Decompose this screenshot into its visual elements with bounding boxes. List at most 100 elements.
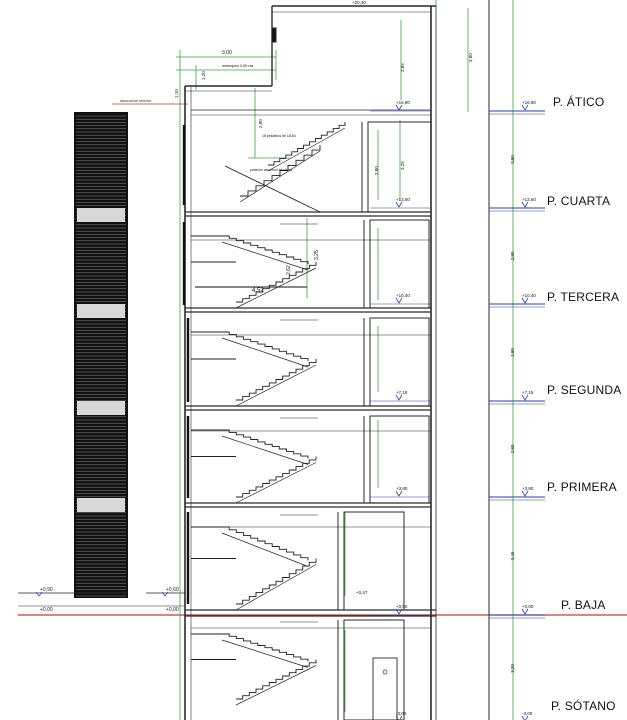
finished-ceiling-note: posición ascensor escalera bbox=[250, 168, 292, 172]
floor-label-cuarta: P. CUARTA bbox=[547, 194, 611, 208]
level-marker bbox=[395, 608, 403, 615]
facade-window bbox=[77, 401, 125, 415]
level-marker bbox=[521, 394, 529, 401]
level-value: +10,40 bbox=[396, 293, 410, 298]
stair-flights bbox=[191, 122, 346, 706]
facade-window bbox=[77, 304, 125, 318]
green-guides bbox=[176, 0, 514, 720]
level-marker bbox=[521, 104, 529, 111]
stair-flight bbox=[236, 359, 317, 401]
attic-dim: 1,10 bbox=[174, 89, 179, 98]
floor-label-atico: P. ÁTICO bbox=[553, 95, 605, 109]
stair-flight bbox=[222, 235, 309, 264]
facade-level-bottom: +0,00 bbox=[40, 607, 53, 613]
level-marker bbox=[395, 715, 403, 720]
level-value: -3,00 bbox=[396, 711, 407, 716]
level-marker bbox=[395, 394, 403, 401]
mid-level-top: +0,60 bbox=[166, 587, 179, 593]
steps-note: 18 peldaños de 18,64 bbox=[262, 134, 296, 138]
level-value: +7,15 bbox=[396, 390, 408, 395]
stair-soffit bbox=[239, 150, 321, 203]
stair-flight bbox=[268, 122, 346, 166]
level-lines: +16,90 +16,90 +13,60 +13,60 +10,40 +10,40 +7,1… bbox=[370, 100, 545, 720]
limit-line-label: alineación interior bbox=[120, 98, 152, 103]
setback-note: retranqueo 3,00 mts bbox=[222, 64, 254, 68]
storey-height: 2,80 bbox=[510, 155, 515, 164]
storey-height: 3,20 bbox=[510, 664, 515, 673]
facade-panel bbox=[74, 112, 128, 598]
stair-soffit bbox=[235, 665, 317, 706]
stair-landing-level: +0,47 bbox=[356, 590, 368, 595]
stair-flight bbox=[236, 558, 317, 605]
level-marker bbox=[395, 201, 403, 208]
level-value: +0,00 bbox=[396, 604, 408, 609]
level-value: +3,80 bbox=[396, 486, 408, 491]
facade-level-marker bbox=[35, 591, 43, 597]
top-height-2: 3,80 bbox=[468, 53, 473, 62]
stair-soffit bbox=[235, 462, 317, 504]
stair-soffit bbox=[235, 267, 317, 309]
level-marker bbox=[521, 201, 529, 208]
stair-flight bbox=[222, 429, 309, 459]
floor-label-primera: P. PRIMERA bbox=[547, 480, 617, 494]
mid-level-bottom: +0,00 bbox=[166, 607, 179, 613]
level-value: +0,00 bbox=[522, 604, 534, 609]
facade-window bbox=[77, 208, 125, 222]
storey-height: 2,80 bbox=[510, 251, 515, 260]
parapet-dim: 1,20 bbox=[201, 71, 206, 80]
attic-inner-height-dim: 3,25 bbox=[400, 161, 405, 170]
stair-soffit bbox=[221, 337, 309, 368]
floor-label-baja: P. BAJA bbox=[561, 598, 606, 612]
level-marker bbox=[521, 490, 529, 497]
stair-flight bbox=[236, 456, 317, 498]
level-marker bbox=[395, 104, 403, 111]
stair-flight bbox=[222, 526, 309, 561]
level-marker bbox=[521, 297, 529, 304]
attic-room-dim: 2,80 bbox=[258, 119, 263, 128]
stair-soffit bbox=[221, 241, 309, 271]
stair-soffit bbox=[267, 127, 346, 172]
stair-soffit bbox=[221, 435, 309, 465]
setback-dim: 3,00 bbox=[222, 50, 232, 56]
level-value: -3,00 bbox=[522, 711, 533, 716]
level-value: +3,80 bbox=[522, 486, 534, 491]
stair-flight bbox=[222, 331, 309, 361]
stair-soffit bbox=[235, 564, 317, 611]
stair-riser-label: 2,62 bbox=[286, 265, 292, 275]
level-value: +16,90 bbox=[396, 100, 410, 105]
level-value: +13,60 bbox=[396, 197, 410, 202]
level-value: +16,90 bbox=[522, 100, 536, 105]
level-marker bbox=[521, 715, 529, 720]
floor-label-sotano: P. SÓTANO bbox=[551, 699, 616, 713]
storey-height: 2,80 bbox=[510, 348, 515, 357]
stair-soffit bbox=[224, 165, 321, 213]
stair-soffit bbox=[235, 364, 317, 407]
facade-level-top: +0,90 bbox=[40, 587, 53, 593]
stair-flight bbox=[240, 145, 321, 197]
level-marker bbox=[521, 608, 529, 615]
facade-elevation bbox=[74, 112, 128, 598]
level-value: +7,15 bbox=[522, 390, 534, 395]
facade-window bbox=[77, 498, 125, 512]
inner-height-dim: 2,80 bbox=[374, 166, 379, 175]
level-marker bbox=[395, 297, 403, 304]
level-marker bbox=[395, 490, 403, 497]
stair-flight-label: 3,25 bbox=[314, 250, 320, 260]
level-value: +10,40 bbox=[522, 293, 536, 298]
stair-flight bbox=[236, 659, 317, 700]
floor-label-tercera: P. TERCERA bbox=[547, 290, 620, 304]
stair-flight bbox=[236, 262, 317, 303]
storey-height: 3,45 bbox=[510, 551, 515, 560]
storey-dimensions: 2,802,802,802,803,453,20 bbox=[510, 155, 515, 673]
floor-label-segunda: P. SEGUNDA bbox=[547, 383, 622, 397]
top-level: +20,30 bbox=[352, 0, 366, 5]
stair-flight bbox=[222, 633, 309, 662]
building-section bbox=[182, 0, 490, 720]
stair-soffit bbox=[221, 639, 309, 668]
mid-level-marker bbox=[161, 591, 169, 597]
top-height-1: 2,85 bbox=[400, 63, 405, 72]
level-value: +13,60 bbox=[522, 197, 536, 202]
stair-width-label: 4,52 bbox=[252, 288, 264, 294]
stair-soffit bbox=[221, 532, 309, 567]
